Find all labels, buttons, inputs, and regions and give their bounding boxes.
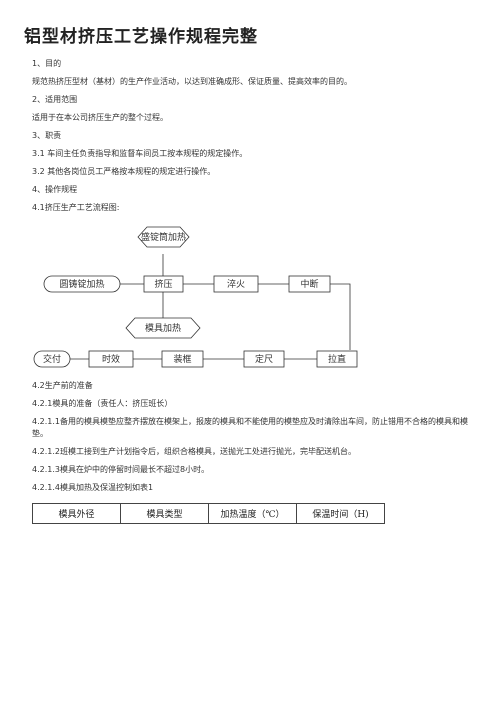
flow-node-cutting <box>288 275 331 293</box>
duty-3-2: 3.2 其他各岗位员工严格按本规程的规定进行操作。 <box>32 167 216 176</box>
section-purpose-heading: 1、目的 <box>32 59 62 68</box>
flow-label-fixed-length: 定尺 <box>255 353 273 365</box>
section-procedure-heading: 4、操作规程 <box>32 185 78 194</box>
flow-node-framing <box>161 350 204 368</box>
clause-4-2-1-1: 4.2.1.1备用的模具模垫应整齐摆放在模架上，报废的模具和不能使用的模垫应及时… <box>32 417 468 438</box>
flow-label-framing: 装框 <box>173 353 191 365</box>
flow-node-ingot-heating <box>137 226 190 248</box>
page-title: 铝型材挤压工艺操作规程完整 <box>24 27 258 47</box>
flow-label-extrusion: 挤压 <box>154 278 172 290</box>
flow-node-billet-heating <box>43 275 121 293</box>
flow-node-aging <box>88 350 134 368</box>
flow-label-aging: 时效 <box>102 353 120 365</box>
flow-label-die-heating: 模具加热 <box>145 322 181 334</box>
process-flowchart: 盛锭筒加热 圆铸锭加热 挤压 淬火 中断 模具加热 拉直 定尺 装框 时效 交付 <box>33 226 358 368</box>
duty-3-1: 3.1 车间主任负责指导和监督车间员工按本规程的规定操作。 <box>32 149 248 158</box>
section-4-2-heading: 4.2生产前的准备 <box>32 381 93 390</box>
section-scope-heading: 2、适用范围 <box>32 95 78 104</box>
flow-label-quenching: 淬火 <box>227 278 245 290</box>
connector-cut-to-stretch <box>330 283 351 350</box>
flowchart-caption: 4.1挤压生产工艺流程图: <box>32 203 120 212</box>
flow-node-delivery <box>33 350 71 368</box>
flow-node-quenching <box>213 275 259 293</box>
flow-label-billet-heating: 圆铸锭加热 <box>59 278 104 290</box>
clause-4-2-1-3: 4.2.1.3模具在炉中的停留时间最长不超过8小时。 <box>32 465 210 474</box>
table-header-cell: 模具类型 <box>120 503 209 524</box>
purpose-text: 规范热挤压型材（基材）的生产作业活动，以达到准确成形、保证质量、提高效率的目的。 <box>32 77 352 86</box>
table-header-row: 模具外径 模具类型 加热温度（℃） 保温时间（H) <box>32 503 385 524</box>
section-4-2-1-heading: 4.2.1模具的准备（责任人：挤压班长） <box>32 399 173 408</box>
section-duties-heading: 3、职责 <box>32 131 62 140</box>
flow-label-stretching: 拉直 <box>328 353 346 365</box>
flow-label-cutting: 中断 <box>300 278 318 290</box>
table-header-cell: 模具外径 <box>32 503 121 524</box>
clause-4-2-1-2: 4.2.1.2班模工接到生产计划指令后，组织合格模具，送抛光工处进行抛光，完毕配… <box>32 447 356 456</box>
table-header-cell: 加热温度（℃） <box>208 503 297 524</box>
flow-node-stretching <box>316 350 358 368</box>
flow-label-delivery: 交付 <box>43 353 61 365</box>
scope-text: 适用于在本公司挤压生产的整个过程。 <box>32 113 168 122</box>
flow-node-extrusion <box>143 275 184 293</box>
clause-4-2-1-4: 4.2.1.4模具加热及保温控制如表1 <box>32 483 154 492</box>
die-heating-table: 模具外径 模具类型 加热温度（℃） 保温时间（H) <box>32 503 385 524</box>
flow-node-fixed-length <box>243 350 285 368</box>
flow-node-die-heating <box>125 317 201 339</box>
flow-label-ingot-heating: 盛锭筒加热 <box>141 231 186 243</box>
table-header-cell: 保温时间（H) <box>296 503 385 524</box>
